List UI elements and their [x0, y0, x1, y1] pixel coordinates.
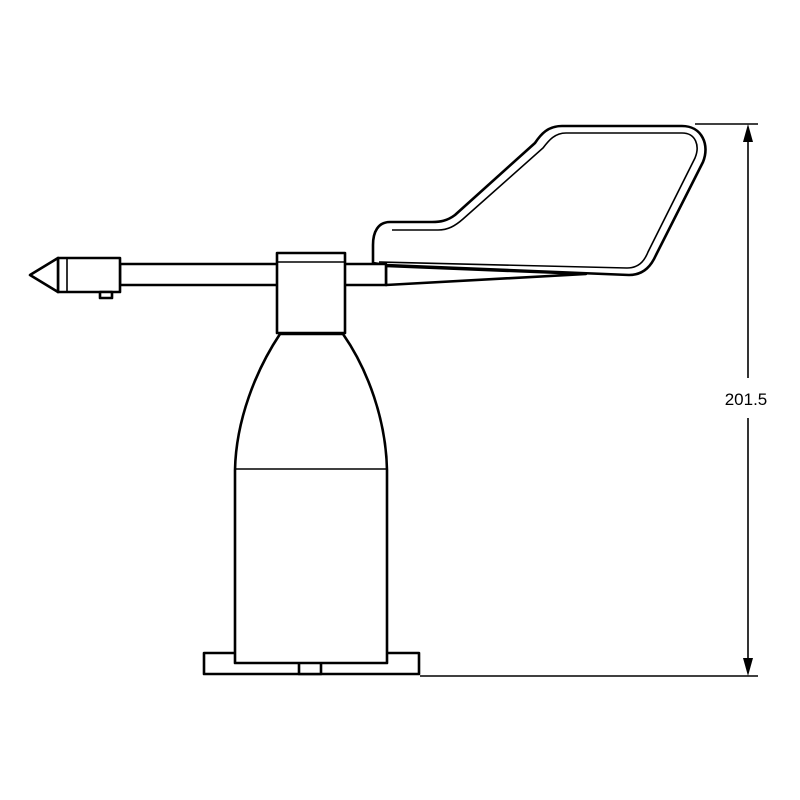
dimension-label: 201.5 [725, 390, 768, 409]
counterweight-nose [28, 256, 122, 300]
arrowhead-top [743, 124, 753, 142]
rotor-hub [275, 251, 347, 335]
height-dimension: 201.5 [420, 123, 782, 677]
arrowhead-bottom [743, 658, 753, 676]
housing [233, 332, 389, 665]
vane-tail [371, 124, 707, 287]
set-screw [98, 290, 114, 300]
